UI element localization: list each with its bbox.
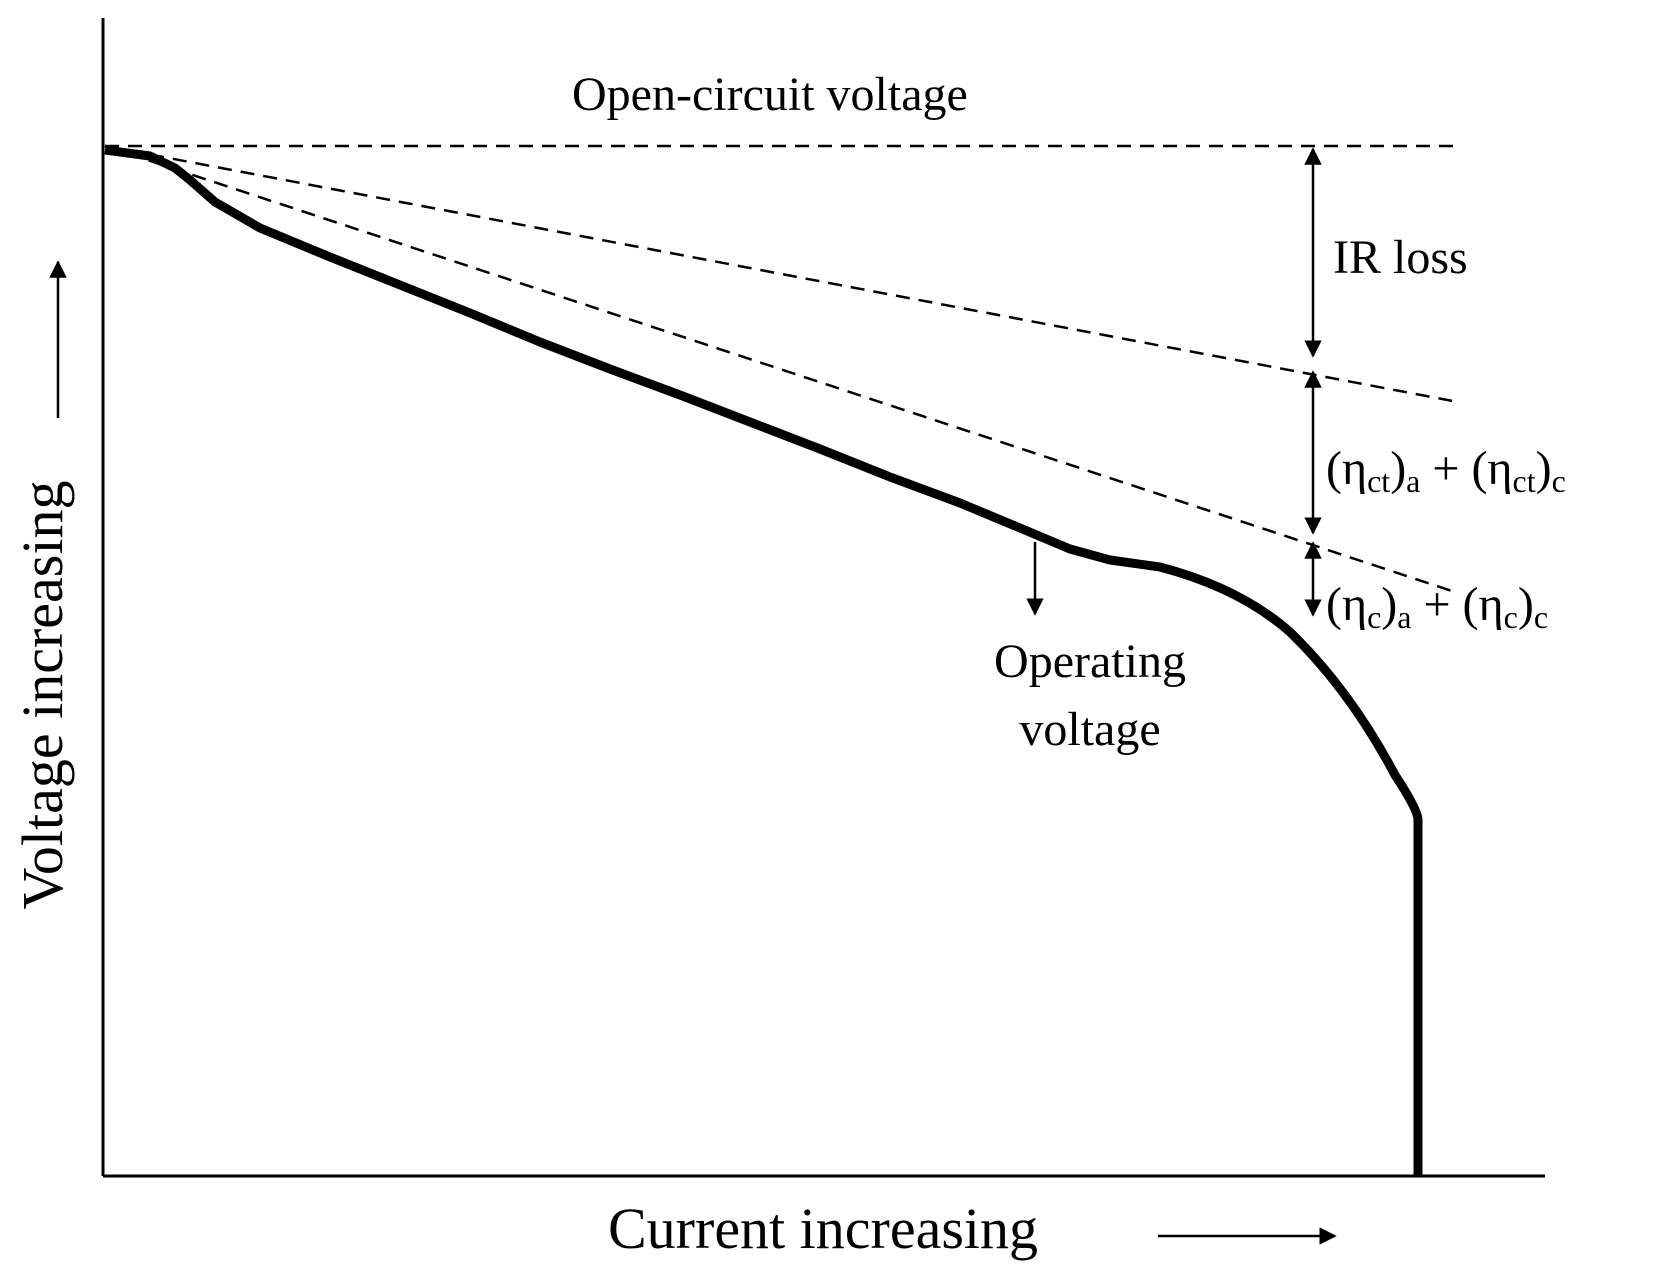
ir-loss-dashed-line <box>104 144 1459 404</box>
ir-loss-label: IR loss <box>1333 231 1468 284</box>
y-axis-label: Voltage increasing <box>10 481 75 910</box>
operating-label-line2: voltage <box>1019 703 1160 756</box>
eta-c-label: (ηc)a + (ηc)c <box>1326 578 1548 635</box>
activation-dashed-line <box>104 144 1459 595</box>
operating-label-line1: Operating <box>994 635 1186 688</box>
ocv-label: Open-circuit voltage <box>572 68 968 121</box>
eta-ct-label: (ηct)a + (ηct)c <box>1326 442 1566 499</box>
operating-voltage-curve <box>104 145 1423 1176</box>
x-axis-label: Current increasing <box>608 1196 1038 1261</box>
